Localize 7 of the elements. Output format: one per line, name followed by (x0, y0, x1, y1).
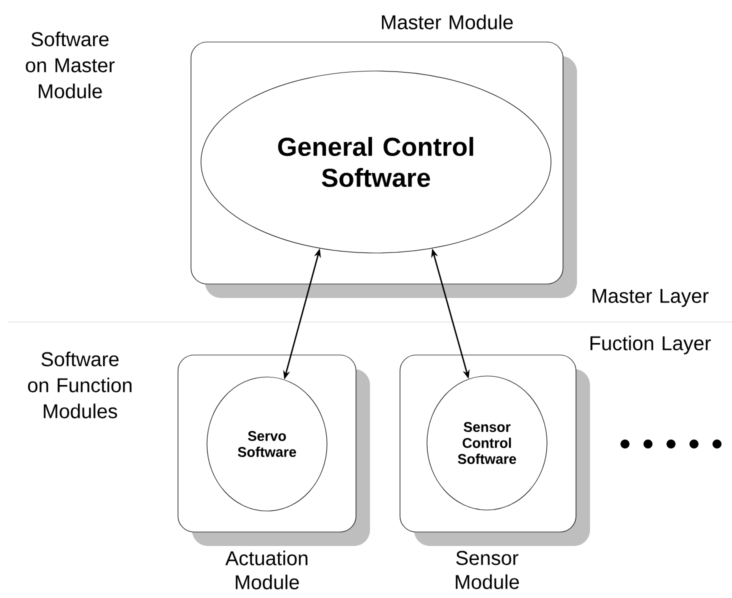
side-label: Software on Function Modules (28, 352, 132, 418)
node-label: Sensor Module (456, 550, 519, 590)
side-label: Software on Master Module (26, 32, 115, 98)
layer-label: Fuction Layer (590, 336, 711, 354)
layer-label: Master Layer (592, 289, 709, 307)
node-label: Master Module (382, 14, 513, 30)
node-label: Actuation Module (225, 550, 308, 590)
